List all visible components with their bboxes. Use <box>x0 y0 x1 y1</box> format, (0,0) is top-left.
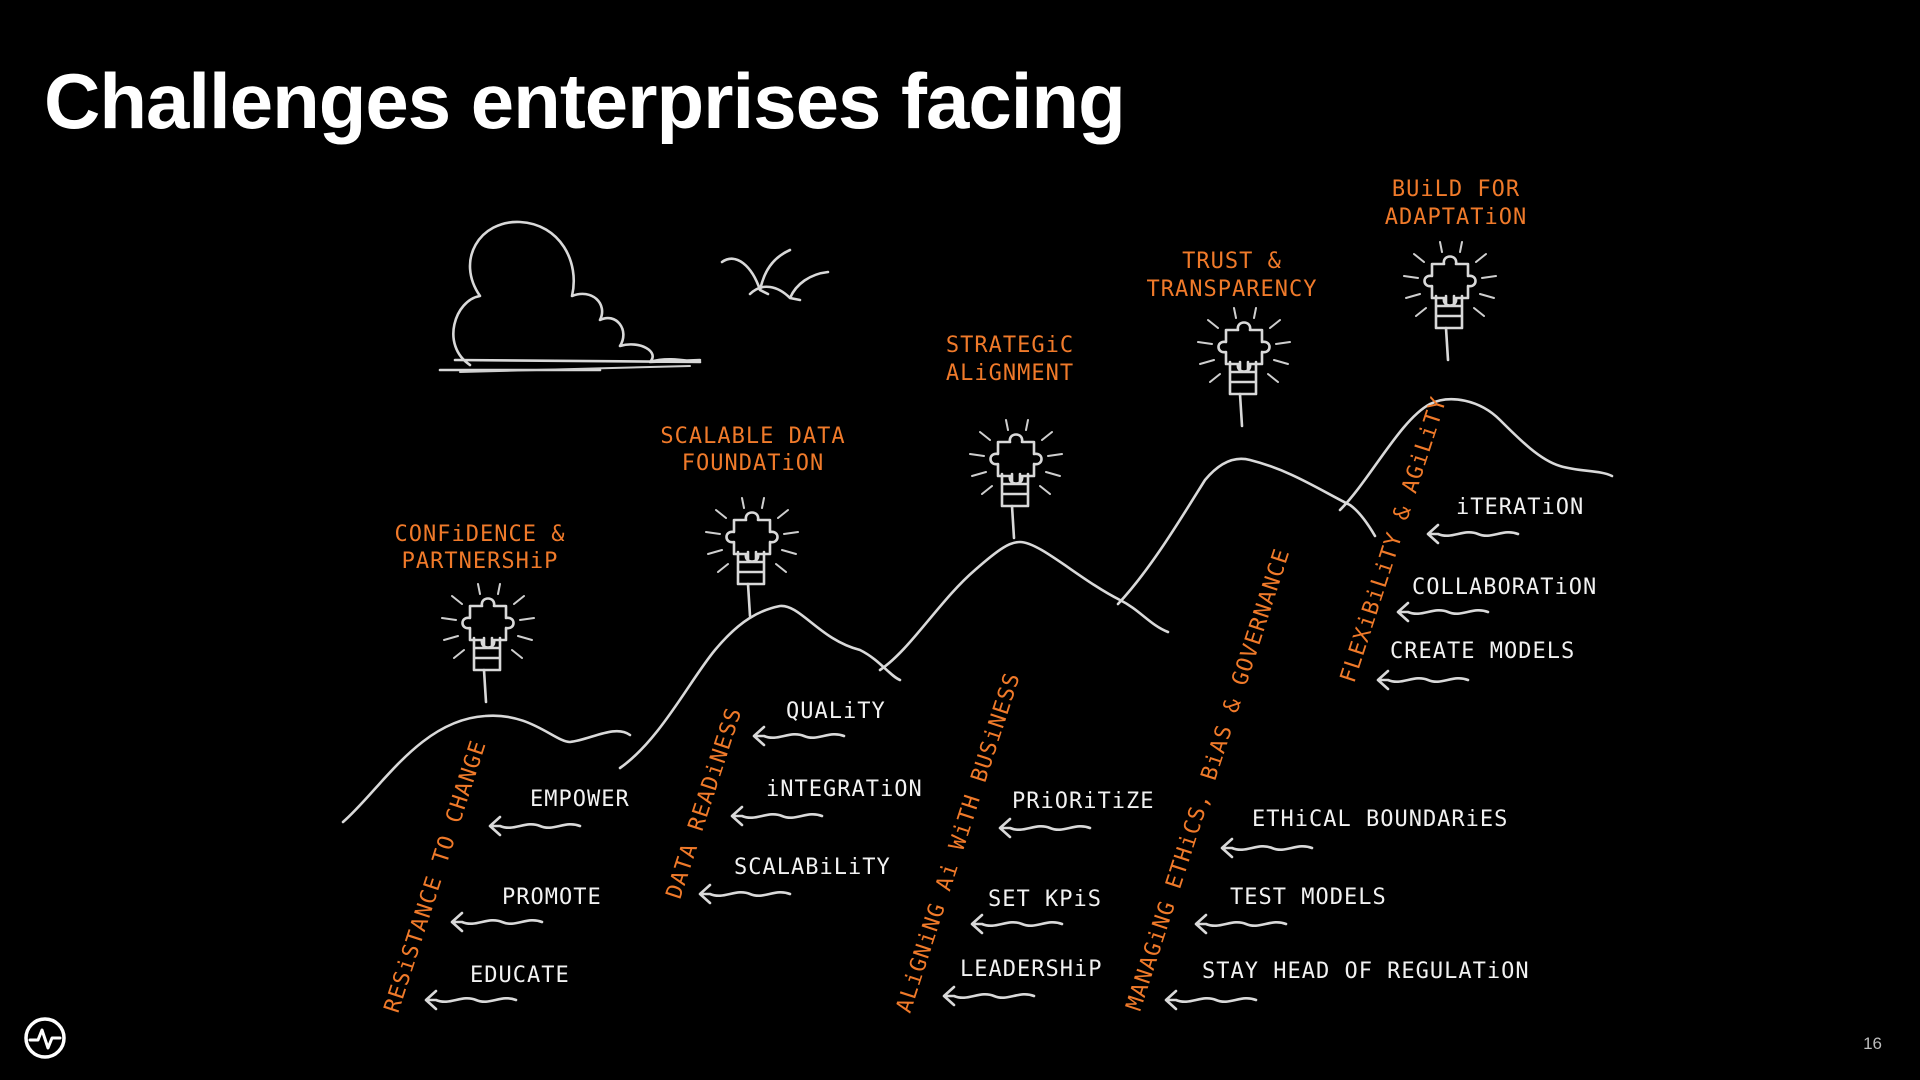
squiggle-arrow-icon <box>1222 839 1312 857</box>
peak-1-heading-line1: CONFiDENCE & <box>395 522 566 547</box>
peak-4-item-2: TEST MODELS <box>1230 885 1387 910</box>
squiggle-arrow-icon <box>700 885 790 903</box>
squiggle-arrow-icon <box>944 987 1034 1005</box>
company-logo-icon <box>22 1015 68 1061</box>
peak-2-item-3: SCALABiLiTY <box>734 855 891 880</box>
squiggle-arrow-icon <box>754 727 844 745</box>
peak-4-item-3: STAY HEAD OF REGULATiON <box>1202 959 1530 984</box>
peak-3-item-1: PRiORiTiZE <box>1012 789 1154 814</box>
peak-2-heading-line1: SCALABLE DATA <box>660 424 845 449</box>
peak-4-item-1: ETHiCAL BOUNDARiES <box>1252 807 1508 832</box>
peak-2-item-2: iNTEGRATiON <box>766 777 923 802</box>
squiggle-arrow-icon <box>1378 671 1468 689</box>
puzzle-piece-hand-icon <box>1198 308 1290 426</box>
peak-3-heading-line1: STRATEGiC <box>946 333 1074 358</box>
peak-1-item-2: PROMOTE <box>502 885 602 910</box>
squiggle-arrow-icon <box>732 807 822 825</box>
squiggle-arrow-icon <box>1196 915 1286 933</box>
squiggle-arrow-icon <box>452 913 542 931</box>
squiggle-arrow-icon <box>1428 525 1518 543</box>
peak-1-heading-line2: PARTNERSHiP <box>402 549 559 574</box>
puzzle-piece-hand-icon <box>706 498 798 616</box>
squiggle-arrow-icon <box>1398 603 1488 621</box>
page-number: 16 <box>1863 1034 1882 1054</box>
peak-2-heading-line2: FOUNDATiON <box>682 451 824 476</box>
squiggle-arrow-icon <box>1000 819 1090 837</box>
cloud-icon <box>440 222 700 372</box>
peak-1-item-1: EMPOWER <box>530 787 630 812</box>
peak-3-heading-line2: ALiGNMENT <box>946 361 1074 386</box>
peak-1-item-3: EDUCATE <box>470 963 570 988</box>
peak-3-item-2: SET KPiS <box>988 887 1102 912</box>
puzzle-piece-hand-icon <box>442 584 534 702</box>
puzzle-piece-hand-icon <box>1404 242 1496 360</box>
peak-2-item-1: QUALiTY <box>786 699 886 724</box>
peak-5-heading-line1: BUiLD FOR <box>1392 177 1520 202</box>
peak-5-item-1: iTERATiON <box>1456 495 1584 520</box>
squiggle-arrow-icon <box>426 991 516 1009</box>
peak-5-heading-line2: ADAPTATiON <box>1385 205 1527 230</box>
squiggle-arrow-icon <box>972 915 1062 933</box>
peak-4-slope-label: MANAGiNG ETHiCS, BiAS & GOVERNANCE <box>1122 545 1295 1013</box>
squiggle-arrow-icon <box>490 817 580 835</box>
peak-5-item-3: CREATE MODELS <box>1390 639 1575 664</box>
peak-3-item-3: LEADERSHiP <box>960 957 1102 982</box>
birds-icon <box>722 250 828 300</box>
squiggle-arrow-icon <box>1166 991 1256 1009</box>
puzzle-piece-hand-icon <box>970 420 1062 538</box>
peak-4-heading-line1: TRUST & <box>1182 249 1282 274</box>
peak-5-item-2: COLLABORATiON <box>1412 575 1597 600</box>
peak-4-heading-line2: TRANSPARENCY <box>1147 277 1318 302</box>
